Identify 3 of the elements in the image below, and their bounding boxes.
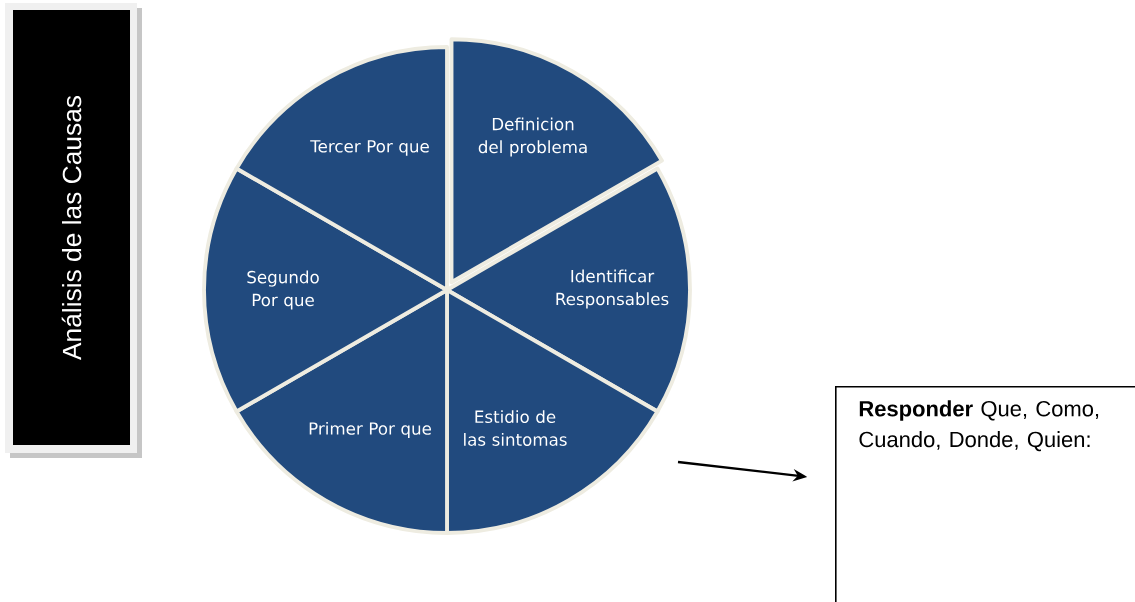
text-box: Responder Que, Como, Cuando, Donde, Quien: xyxy=(835,386,1135,602)
pie-slice: Segundo Por que xyxy=(202,166,449,414)
title-box: Análisis de las Causas xyxy=(5,3,142,458)
